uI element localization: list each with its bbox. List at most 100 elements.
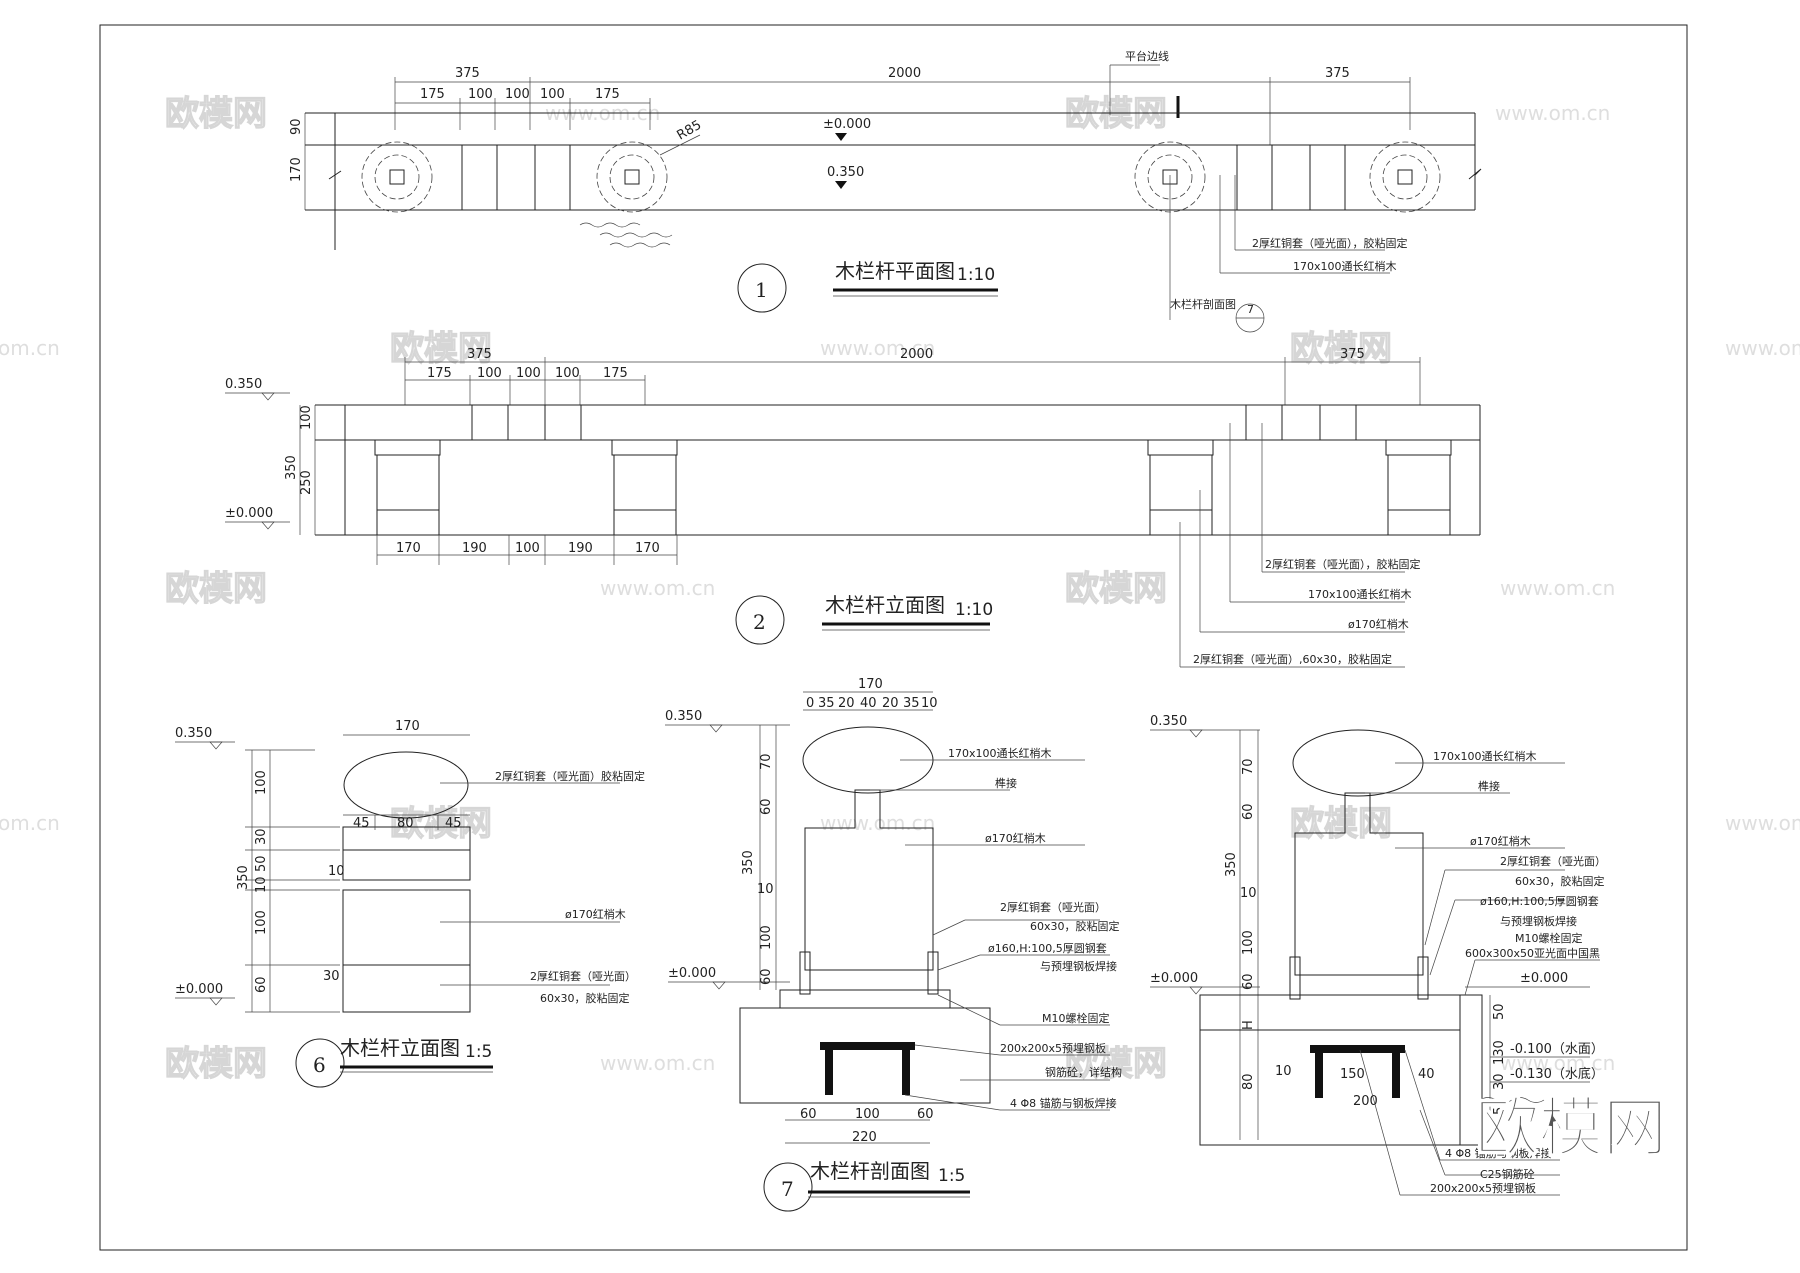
svg-text:350: 350 — [284, 455, 299, 480]
svg-text:200x200x5预埋钢板: 200x200x5预埋钢板 — [1000, 1041, 1106, 1055]
svg-text:60: 60 — [800, 1107, 817, 1122]
svg-text:170: 170 — [395, 719, 420, 734]
watermark-url: www.om.cn — [820, 336, 935, 360]
watermark-logo: 欧模网 — [165, 569, 267, 609]
svg-text:60: 60 — [1241, 973, 1256, 990]
section-b-view: 0.350 ±0.000 70 60 350 10 100 60 H 80 10… — [1150, 714, 1606, 1196]
svg-text:175: 175 — [427, 366, 452, 381]
svg-text:10: 10 — [328, 864, 345, 879]
watermark-url: www.om.cn — [1500, 1051, 1615, 1075]
elevation-view: 375 2000 375 175 100 100 100 175 0.350 ±… — [225, 347, 1481, 668]
svg-text:200: 200 — [1353, 1094, 1378, 1109]
watermark-logo: 欧模网 — [165, 1044, 267, 1084]
watermark-url: www.om.cn — [1725, 811, 1800, 835]
watermark-logo: 欧模网 — [390, 329, 492, 369]
svg-text:10: 10 — [254, 876, 269, 893]
post-detail-view: 0.350 ±0.000 100 30 50 10 100 60 350 170… — [175, 719, 645, 1088]
svg-text:1:5: 1:5 — [938, 1166, 965, 1186]
svg-text:榫接: 榫接 — [995, 776, 1017, 790]
svg-text:2厚红铜套（哑光面）: 2厚红铜套（哑光面） — [1000, 900, 1106, 914]
svg-text:60x30，胶粘固定: 60x30，胶粘固定 — [540, 991, 630, 1005]
svg-text:30: 30 — [254, 828, 269, 845]
svg-text:100: 100 — [254, 910, 269, 935]
svg-text:350: 350 — [741, 850, 756, 875]
svg-text:150: 150 — [1340, 1067, 1365, 1082]
svg-text:±0.000: ±0.000 — [823, 117, 871, 132]
svg-text:35: 35 — [818, 696, 835, 711]
svg-text:-0.130（水底）: -0.130（水底） — [1510, 1066, 1604, 1082]
dim: 100 — [540, 87, 565, 102]
svg-text:7: 7 — [1247, 303, 1254, 316]
svg-text:170x100通长红梢木: 170x100通长红梢木 — [1433, 749, 1537, 763]
dim: 2000 — [888, 66, 921, 81]
svg-text:ø170红梢木: ø170红梢木 — [1470, 834, 1531, 848]
svg-text:2厚红铜套（哑光面）: 2厚红铜套（哑光面） — [1500, 854, 1606, 868]
svg-text:80: 80 — [1241, 1073, 1256, 1090]
svg-text:350: 350 — [1224, 852, 1239, 877]
svg-text:190: 190 — [568, 541, 593, 556]
svg-text:ø170红梢木: ø170红梢木 — [565, 907, 626, 921]
watermark-logo: 欧模网 — [1065, 569, 1167, 609]
svg-text:±0.000: ±0.000 — [668, 966, 716, 981]
svg-text:100: 100 — [254, 770, 269, 795]
svg-text:100: 100 — [555, 366, 580, 381]
svg-text:60: 60 — [759, 798, 774, 815]
svg-text:±0.000: ±0.000 — [175, 982, 223, 997]
dim: 175 — [595, 87, 620, 102]
svg-text:170: 170 — [289, 157, 304, 182]
svg-text:45: 45 — [445, 816, 462, 831]
svg-text:45: 45 — [353, 816, 370, 831]
svg-text:2厚红铜套（哑光面）,60x30，胶粘固定: 2厚红铜套（哑光面）,60x30，胶粘固定 — [1193, 652, 1392, 666]
svg-text:20: 20 — [882, 696, 899, 711]
svg-text:60: 60 — [254, 976, 269, 993]
svg-text:与预埋钢板焊接: 与预埋钢板焊接 — [1040, 959, 1117, 973]
watermark-url: om.cn — [0, 811, 60, 835]
svg-text:70: 70 — [759, 753, 774, 770]
watermark-logo: 欧模网 — [1065, 94, 1167, 134]
svg-text:2厚红铜套（哑光面）胶粘固定: 2厚红铜套（哑光面）胶粘固定 — [495, 769, 645, 783]
svg-text:7: 7 — [781, 1177, 794, 1201]
svg-text:60: 60 — [917, 1107, 934, 1122]
svg-text:350: 350 — [236, 865, 251, 890]
svg-text:100: 100 — [477, 366, 502, 381]
svg-text:榫接: 榫接 — [1478, 779, 1500, 793]
watermarks: 欧模网 www.om.cn 欧模网 www.om.cn om.cn 欧模网 ww… — [0, 93, 1800, 1084]
svg-text:6: 6 — [313, 1053, 326, 1077]
svg-text:10: 10 — [757, 882, 774, 897]
svg-text:100: 100 — [855, 1107, 880, 1122]
svg-text:130: 130 — [1492, 1040, 1507, 1065]
watermark-url: www.om.cn — [1495, 101, 1610, 125]
svg-text:70: 70 — [1241, 758, 1256, 775]
watermark-url: www.om.cn — [1725, 336, 1800, 360]
svg-text:40: 40 — [860, 696, 877, 711]
svg-text:50: 50 — [1492, 1003, 1507, 1020]
svg-text:10: 10 — [921, 696, 938, 711]
watermark-url: www.om.cn — [600, 1051, 715, 1075]
svg-text:2厚红铜套（哑光面），胶粘固定: 2厚红铜套（哑光面），胶粘固定 — [1252, 236, 1408, 250]
svg-text:60: 60 — [759, 968, 774, 985]
radius-label: R85 — [675, 118, 705, 144]
svg-text:M10螺栓固定: M10螺栓固定 — [1042, 1011, 1110, 1025]
dim: 375 — [455, 66, 480, 81]
svg-text:2: 2 — [753, 610, 766, 634]
svg-text:木栏杆立面图: 木栏杆立面图 — [825, 593, 945, 617]
dim: 100 — [468, 87, 493, 102]
svg-text:ø170红梢木: ø170红梢木 — [1348, 617, 1409, 631]
svg-text:1: 1 — [755, 278, 768, 302]
dim: 175 — [420, 87, 445, 102]
section-view: 0.350 ±0.000 70 60 350 10 100 60 170 0 3… — [665, 677, 1122, 1212]
svg-text:2000: 2000 — [900, 347, 933, 362]
svg-text:0.350: 0.350 — [665, 709, 702, 724]
svg-text:木栏杆立面图: 木栏杆立面图 — [340, 1036, 460, 1060]
svg-text:0.350: 0.350 — [225, 377, 262, 392]
svg-text:±0.000: ±0.000 — [1520, 971, 1568, 986]
svg-text:100: 100 — [759, 925, 774, 950]
svg-text:钢筋砼，详结构: 钢筋砼，详结构 — [1045, 1065, 1122, 1079]
brand-logo: 欧模网 — [1475, 1092, 1667, 1166]
svg-text:1:10: 1:10 — [957, 265, 995, 285]
svg-text:-0.100（水面）: -0.100（水面） — [1510, 1042, 1604, 1057]
svg-text:170: 170 — [635, 541, 660, 556]
watermark-url: www.om.cn — [820, 811, 935, 835]
svg-text:170: 170 — [858, 677, 883, 692]
